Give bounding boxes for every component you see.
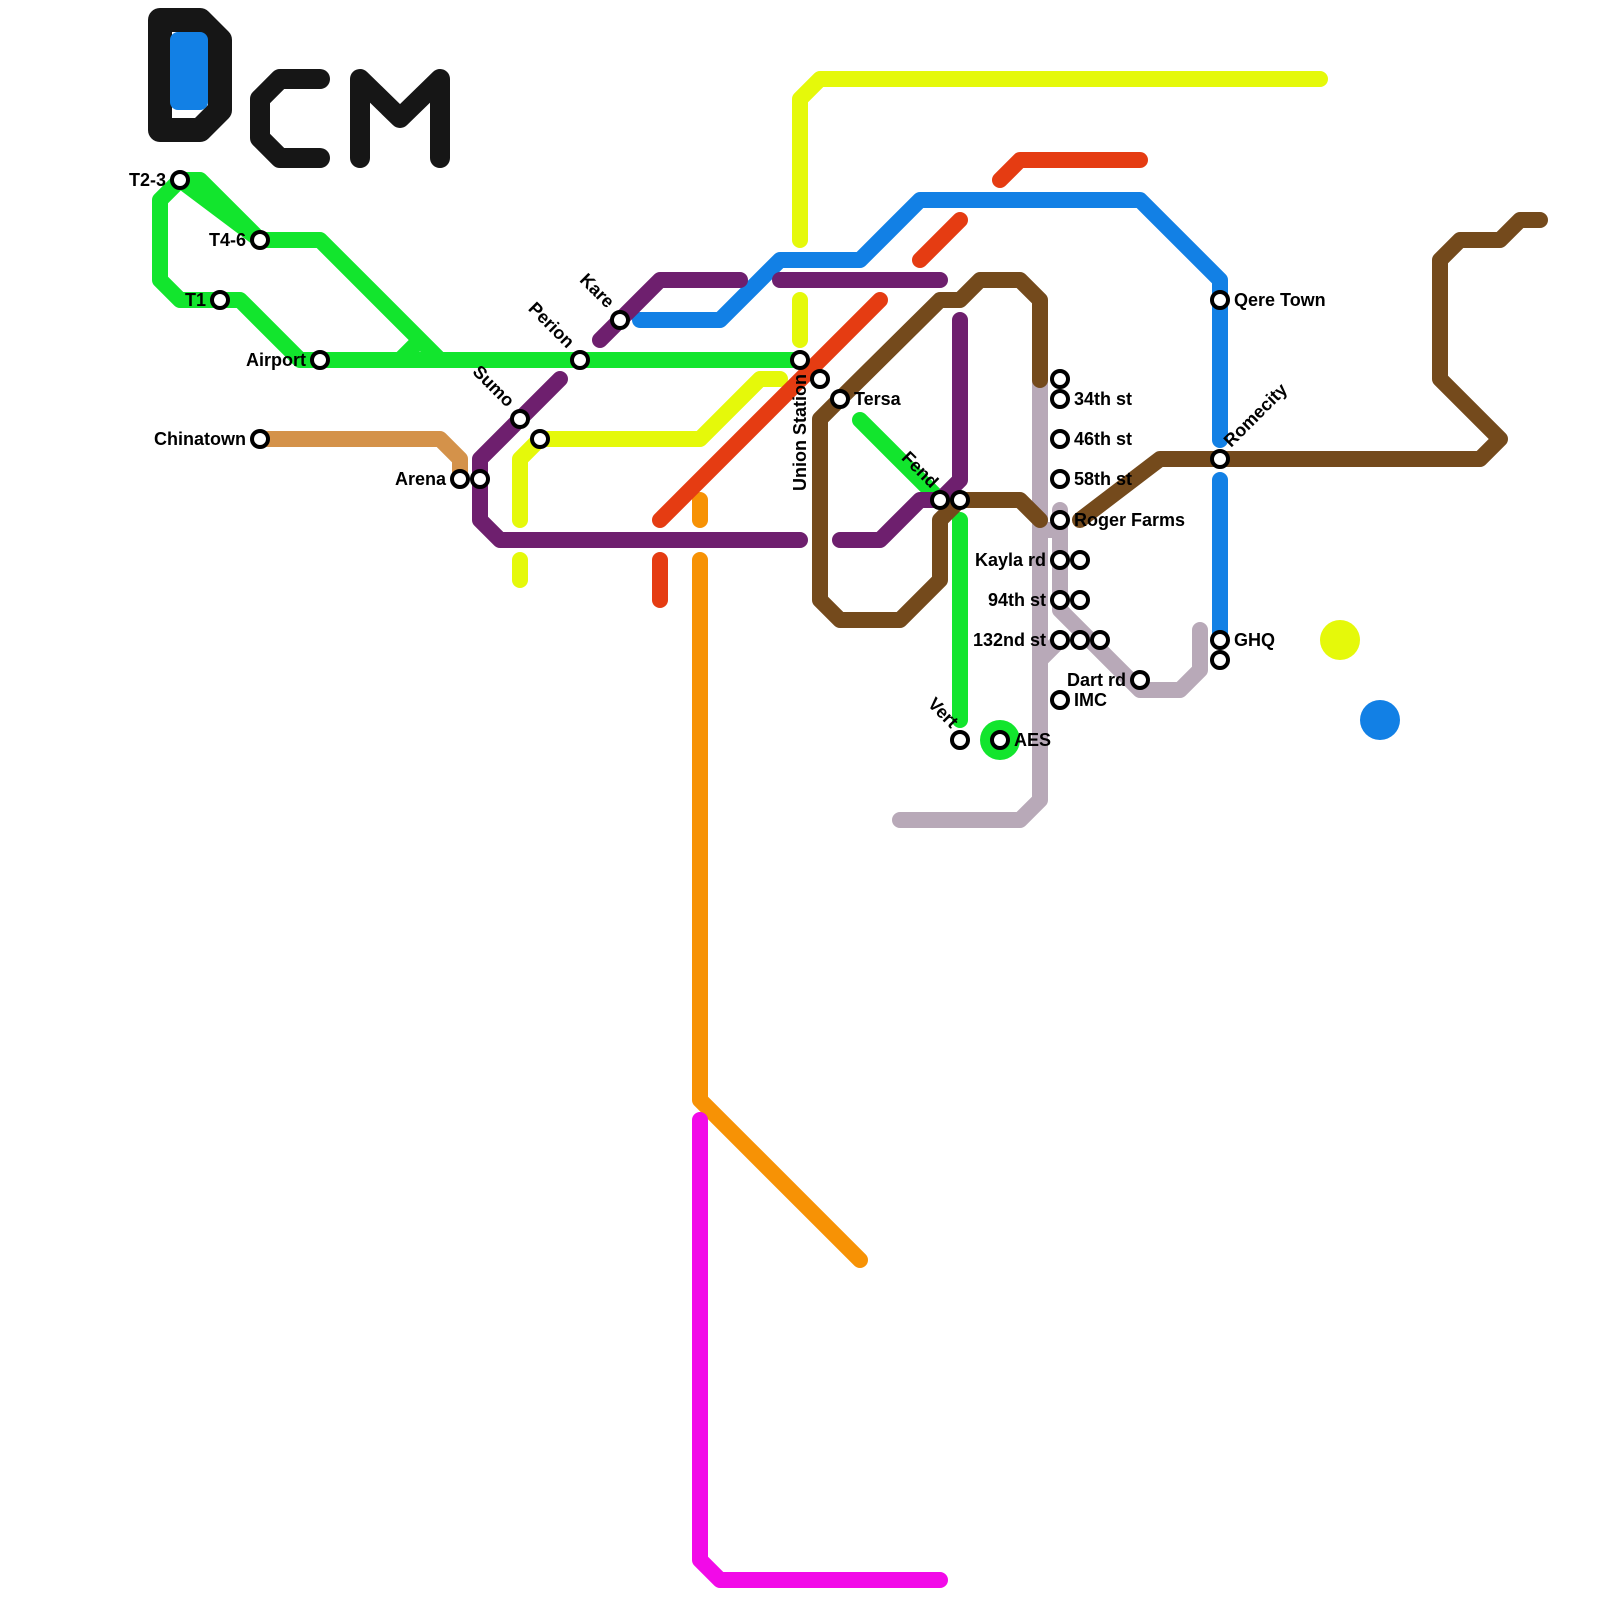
lilac-line [892, 362, 1208, 828]
label-roger-farms: Roger Farms [1074, 510, 1185, 530]
yellow-line-c [512, 371, 788, 528]
station-132nd-st-1[interactable] [1050, 630, 1070, 650]
red-line-d [992, 152, 1148, 188]
station-ghq-1[interactable] [1210, 630, 1230, 650]
label-t2-3: T2-3 [129, 170, 166, 190]
label-arena: Arena [395, 469, 447, 489]
yellow-dot [1320, 620, 1360, 660]
station-t4-6[interactable] [250, 230, 270, 250]
station-north-terminal[interactable] [1050, 369, 1070, 389]
label-imc: IMC [1074, 690, 1107, 710]
station-airport[interactable] [310, 350, 330, 370]
station-arena-2[interactable] [470, 469, 490, 489]
station-chinatown[interactable] [250, 429, 270, 449]
lines [152, 71, 1548, 1588]
station-perion[interactable] [570, 350, 590, 370]
station-kayla-rd-2[interactable] [1070, 550, 1090, 570]
label-58th-st: 58th st [1074, 469, 1132, 489]
station-94th-st-2[interactable] [1070, 590, 1090, 610]
station-sumo-2[interactable] [530, 429, 550, 449]
label-t1: T1 [185, 290, 206, 310]
station-sumo[interactable] [510, 409, 530, 429]
station-132nd-st-3[interactable] [1090, 630, 1110, 650]
logo-letter-m [350, 69, 450, 168]
label-kayla-rd: Kayla rd [975, 550, 1046, 570]
label-t4-6: T4-6 [209, 230, 246, 250]
label-union-station: Union Station [790, 374, 810, 491]
station-qere-town[interactable] [1210, 290, 1230, 310]
station-arena-1[interactable] [450, 469, 470, 489]
logo-letter-d [148, 8, 232, 142]
orange-line [692, 552, 868, 1268]
station-romecity[interactable] [1210, 449, 1230, 469]
label-chinatown: Chinatown [154, 429, 246, 449]
station-34th-st[interactable] [1050, 389, 1070, 409]
label-tersa: Tersa [854, 389, 902, 409]
station-imc[interactable] [1050, 690, 1070, 710]
station-aes[interactable] [990, 730, 1010, 750]
label-46th-st: 46th st [1074, 429, 1132, 449]
brown-line [812, 272, 1048, 628]
station-dart-rd[interactable] [1130, 670, 1150, 690]
yellow-line-a [792, 71, 1328, 248]
label-perion: Perion [525, 298, 579, 352]
station-tersa[interactable] [830, 389, 850, 409]
label-airport: Airport [246, 350, 306, 370]
label-sumo: Sumo [469, 361, 519, 411]
station-fend-2[interactable] [950, 490, 970, 510]
label-dart-rd: Dart rd [1067, 670, 1126, 690]
station-kare[interactable] [610, 310, 630, 330]
green-line [152, 172, 808, 368]
station-vert[interactable] [950, 730, 970, 750]
red-line-b [652, 292, 888, 528]
station-132nd-st-2[interactable] [1070, 630, 1090, 650]
map-logo [148, 8, 450, 168]
blue-line [632, 192, 1228, 448]
label-132nd-st: 132nd st [973, 630, 1046, 650]
station-kayla-rd-1[interactable] [1050, 550, 1070, 570]
station-roger-farms[interactable] [1050, 510, 1070, 530]
station-94th-st-1[interactable] [1050, 590, 1070, 610]
magenta-line [692, 1112, 948, 1588]
blue-dot [1360, 700, 1400, 740]
station-fend-1[interactable] [930, 490, 950, 510]
label-aes: AES [1014, 730, 1051, 750]
station-t1[interactable] [210, 290, 230, 310]
station-ghq-2[interactable] [1210, 650, 1230, 670]
station-union-station-2[interactable] [810, 369, 830, 389]
label-romecity: Romecity [1220, 379, 1291, 450]
station-t2-3[interactable] [170, 170, 190, 190]
logo-letter-c [250, 69, 330, 168]
label-ghq: GHQ [1234, 630, 1275, 650]
station-union-station[interactable] [790, 350, 810, 370]
label-qere-town: Qere Town [1234, 290, 1326, 310]
red-line-c [912, 212, 968, 268]
station-58th-st[interactable] [1050, 469, 1070, 489]
brown-line-east [1072, 212, 1548, 528]
label-kare: Kare [576, 269, 618, 311]
logo-letter-d-inner [170, 32, 208, 110]
label-34th-st: 34th st [1074, 389, 1132, 409]
station-46th-st[interactable] [1050, 429, 1070, 449]
stations [170, 170, 1230, 750]
label-94th-st: 94th st [988, 590, 1046, 610]
